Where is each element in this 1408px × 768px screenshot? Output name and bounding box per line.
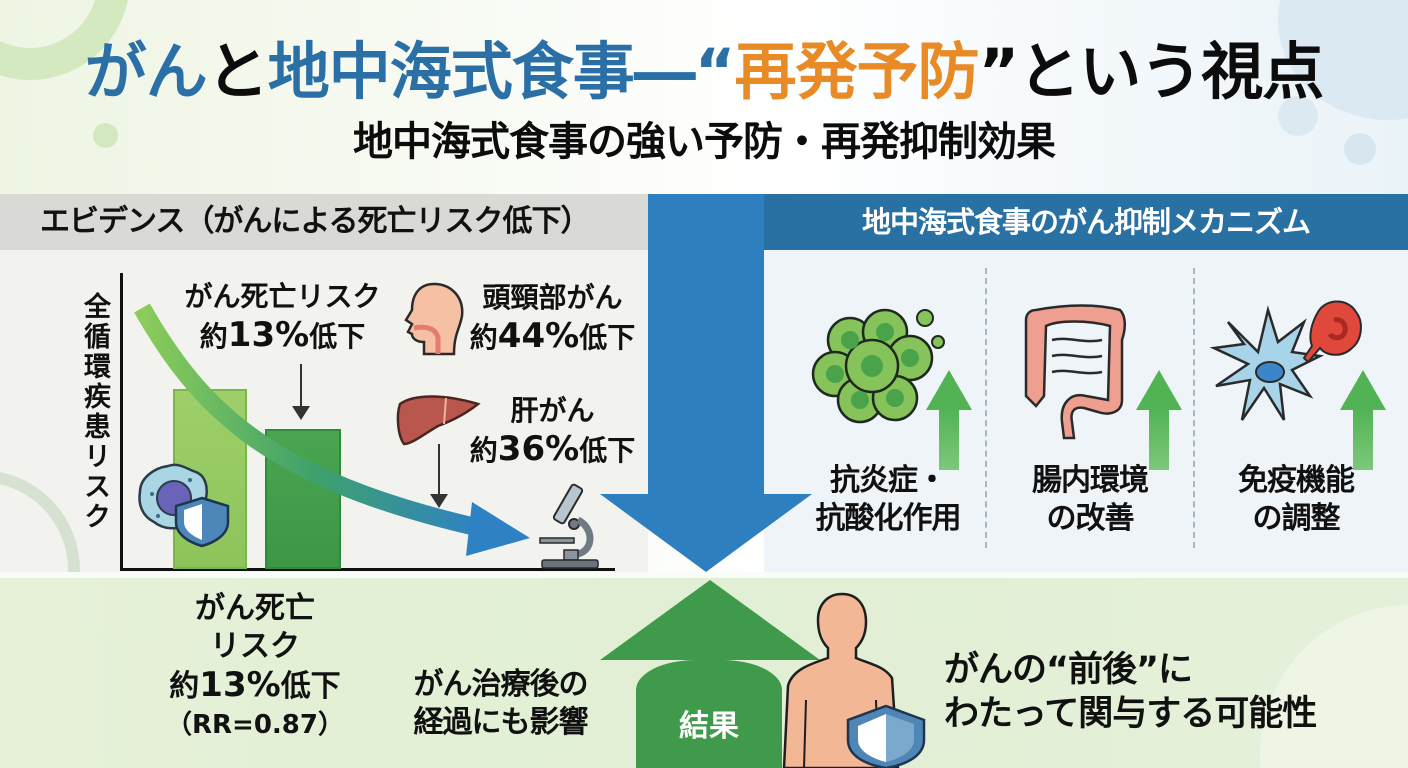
annotation-suffix: 低下 [579, 434, 636, 467]
person-shield-icon [782, 592, 926, 768]
annotation-prefix: 約 [469, 434, 498, 467]
increase-arrow-icon [1136, 370, 1182, 470]
title-segment: と [206, 35, 269, 108]
decorative-dot [1344, 133, 1376, 165]
increase-arrow-icon [1340, 370, 1386, 470]
mechanism-label-anti-inflammatory: 抗炎症・ 抗酸化作用 [788, 462, 988, 538]
mechanism-line: の改善 [1046, 501, 1135, 536]
increase-arrow-icon [926, 370, 972, 470]
result-line: 約13%低下 [145, 666, 365, 706]
section-divider [0, 572, 1408, 578]
mechanism-line: 腸内環境 [1032, 463, 1149, 498]
result-line: リスク [210, 629, 300, 664]
result-up-arrow-head [600, 580, 820, 660]
divider [1193, 268, 1195, 548]
arrow-down-icon [430, 444, 448, 508]
relative-risk-value: （RR=0.87） [166, 710, 344, 740]
result-line: がん死亡 [195, 591, 315, 626]
mechanism-header: 地中海式食事のがん抑制メカニズム [861, 205, 1311, 239]
annotation-line: 約13%低下 [180, 316, 385, 356]
cell-shield-icon [138, 463, 230, 548]
decline-curve-arrow [134, 303, 530, 556]
mechanism-header-bar [764, 194, 1408, 250]
center-down-arrow-shaft [648, 194, 764, 494]
result-line: がん治療後の [413, 667, 589, 702]
title-segment: ”という視点 [978, 35, 1325, 108]
result-line: 経過にも影響 [413, 705, 589, 740]
y-axis [120, 273, 123, 571]
page-title: がんと地中海式食事―“再発予防”という視点 [0, 36, 1408, 108]
annotation-line: 約36%低下 [465, 430, 640, 470]
title-segment: 再発予防 [734, 35, 980, 108]
evidence-header-bar [0, 194, 648, 250]
annotation-line: 約44%低下 [465, 317, 640, 357]
divider [985, 268, 987, 548]
annotation-liver-cancer: 肝がん 約36%低下 [465, 392, 640, 470]
cell-cluster-icon [811, 308, 945, 424]
intestine-icon [1024, 304, 1126, 440]
mechanism-line: 抗酸化作用 [815, 501, 962, 536]
immune-cell-icon [1209, 300, 1362, 421]
head-neck-icon [404, 282, 464, 356]
annotation-line: がん死亡リスク [184, 280, 381, 313]
title-segment: がん [84, 35, 208, 108]
y-axis-label: 全循環疾患リスク [79, 292, 110, 532]
annotation-line: 肝がん [510, 394, 595, 427]
annotation-prefix: 約 [199, 320, 228, 353]
result-line: がんの“前後”に [944, 650, 1193, 690]
x-axis [120, 568, 615, 571]
mechanism-line: の調整 [1252, 501, 1341, 536]
center-down-arrow-head [600, 494, 812, 572]
title-segment: ―“ [633, 35, 736, 108]
annotation-cancer-death-risk: がん死亡リスク 約13%低下 [180, 278, 385, 356]
annotation-head-neck-cancer: 頭頸部がん 約44%低下 [465, 279, 640, 357]
result-label: 結果 [679, 709, 739, 744]
mechanism-line: 抗炎症・ [830, 463, 947, 498]
liver-icon [396, 395, 481, 446]
annotation-line: 頭頸部がん [482, 281, 623, 314]
decorative-dot [93, 123, 118, 148]
annotation-number: 44% [497, 316, 580, 356]
result-cancer-death-risk: がん死亡 リスク 約13%低下 （RR=0.87） [145, 590, 365, 744]
microscope-icon [539, 483, 599, 569]
annotation-suffix: 低下 [579, 321, 636, 354]
result-line: わたって関与する可能性 [944, 694, 1317, 734]
annotation-prefix: 約 [469, 321, 498, 354]
annotation-number: 36% [497, 429, 580, 469]
title-segment: 地中海式食事 [267, 35, 635, 108]
arrow-down-icon [292, 364, 310, 420]
mechanism-label-immune-function: 免疫機能 の調整 [1196, 462, 1396, 538]
annotation-suffix: 低下 [309, 320, 366, 353]
page-subtitle: 地中海式食事の強い予防・再発抑制効果 [353, 119, 1056, 165]
result-post-treatment: がん治療後の 経過にも影響 [388, 666, 613, 742]
decorative-dot [1278, 96, 1318, 136]
mechanism-line: 免疫機能 [1238, 463, 1355, 498]
bar-mediterranean [265, 429, 341, 569]
result-up-arrow-shaft [636, 660, 782, 768]
result-number: 13% [199, 665, 281, 705]
annotation-number: 13% [227, 315, 310, 355]
mechanism-label-gut-environment: 腸内環境 の改善 [990, 462, 1190, 538]
result-prefix: 約 [169, 669, 200, 704]
result-suffix: 低下 [280, 669, 341, 704]
evidence-header: エビデンス（がんによる死亡リスク低下） [40, 204, 590, 239]
result-conclusion: がんの“前後”に わたって関与する可能性 [944, 648, 1317, 736]
